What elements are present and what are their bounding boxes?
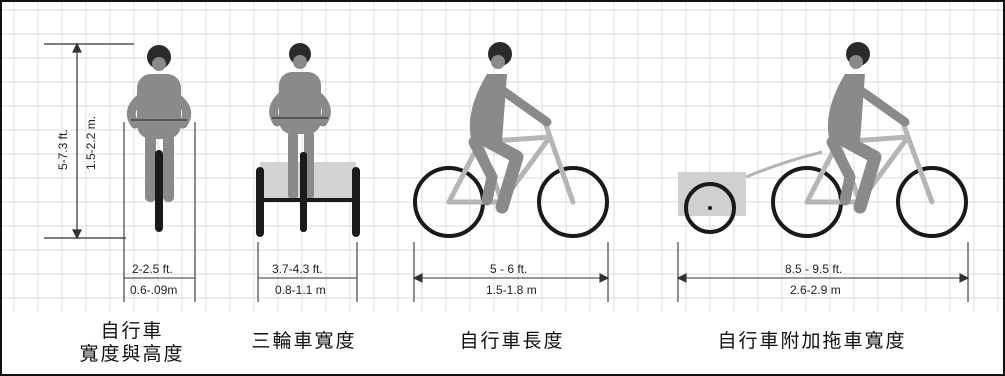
rider-torso — [469, 74, 507, 142]
bicycle-side-figure — [413, 42, 609, 238]
height-dimension-line — [44, 42, 134, 240]
tricycle-front-wheel — [300, 152, 307, 232]
height-m-label: 1.5-2.2 m. — [84, 115, 98, 170]
tricycle-width-m-label: 0.8-1.1 m — [275, 283, 326, 297]
bicycle-width-dimension-line — [123, 122, 196, 302]
caption-bicycle-trailer: 自行車附加拖車寬度 — [717, 330, 907, 352]
caption-bicycle-width-height: 自行車 寬度與高度 — [62, 320, 202, 366]
caption-line-2: 寬度與高度 — [79, 343, 185, 365]
trailer-length-dimension-line — [676, 242, 970, 302]
front-wheel — [537, 166, 609, 238]
caption-bicycle-length: 自行車長度 — [459, 330, 565, 352]
bicycle-width-ft-label: 2-2.5 ft. — [132, 262, 173, 276]
tricycle-width-ft-label: 3.7-4.3 ft. — [272, 262, 323, 276]
trailer-length-ft-label: 8.5 - 9.5 ft. — [785, 262, 843, 276]
trailer-wheel — [684, 182, 736, 234]
tricycle-right-wheel — [352, 167, 360, 237]
caption-tricycle-width: 三輪車寬度 — [251, 330, 357, 352]
tricycle-left-wheel — [256, 167, 264, 237]
background-grid — [2, 2, 1003, 312]
trailer-hitch — [745, 150, 823, 179]
bicycle-length-ft-label: 5 - 6 ft. — [490, 262, 528, 276]
front-wheel — [155, 150, 163, 232]
trailer-length-m-label: 2.6-2.9 m — [790, 283, 841, 297]
bicycle-length-dimension-line — [412, 242, 610, 302]
height-ft-label: 5-7.3 ft. — [56, 129, 70, 170]
bicycle-width-m-label: 0.6-.09m — [130, 283, 178, 297]
bicycle-trailer-figure — [678, 42, 968, 238]
rider-torso — [137, 74, 181, 139]
front-wheel — [896, 166, 968, 238]
tricycle-front-figure — [256, 43, 360, 237]
caption-line-1: 自行車 — [100, 320, 164, 342]
tricycle-width-dimension-line — [257, 242, 358, 302]
bicycle-front-figure — [44, 42, 192, 240]
bicycle-length-m-label: 1.5-1.8 m — [486, 283, 537, 297]
